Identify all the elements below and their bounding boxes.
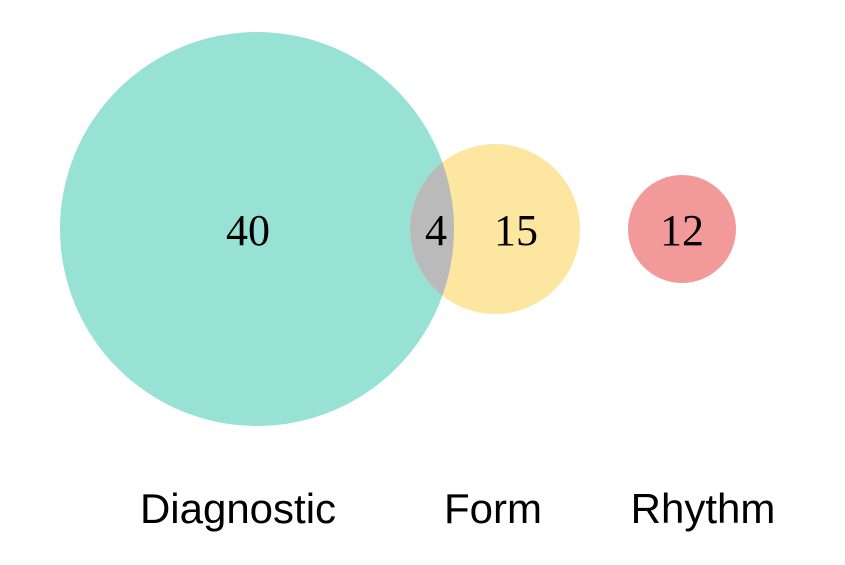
diagnostic-circle [60,32,454,426]
form-circle [410,144,580,314]
rhythm-circle [628,175,736,283]
diagnostic-only-count: 40 [226,206,270,255]
rhythm-only-count: 12 [660,206,704,255]
diagnostic-form-overlap-count: 4 [425,206,447,255]
form-label: Form [444,485,542,532]
rhythm-label: Rhythm [631,485,776,532]
form-only-count: 15 [494,206,538,255]
diagnostic-label: Diagnostic [140,485,336,532]
